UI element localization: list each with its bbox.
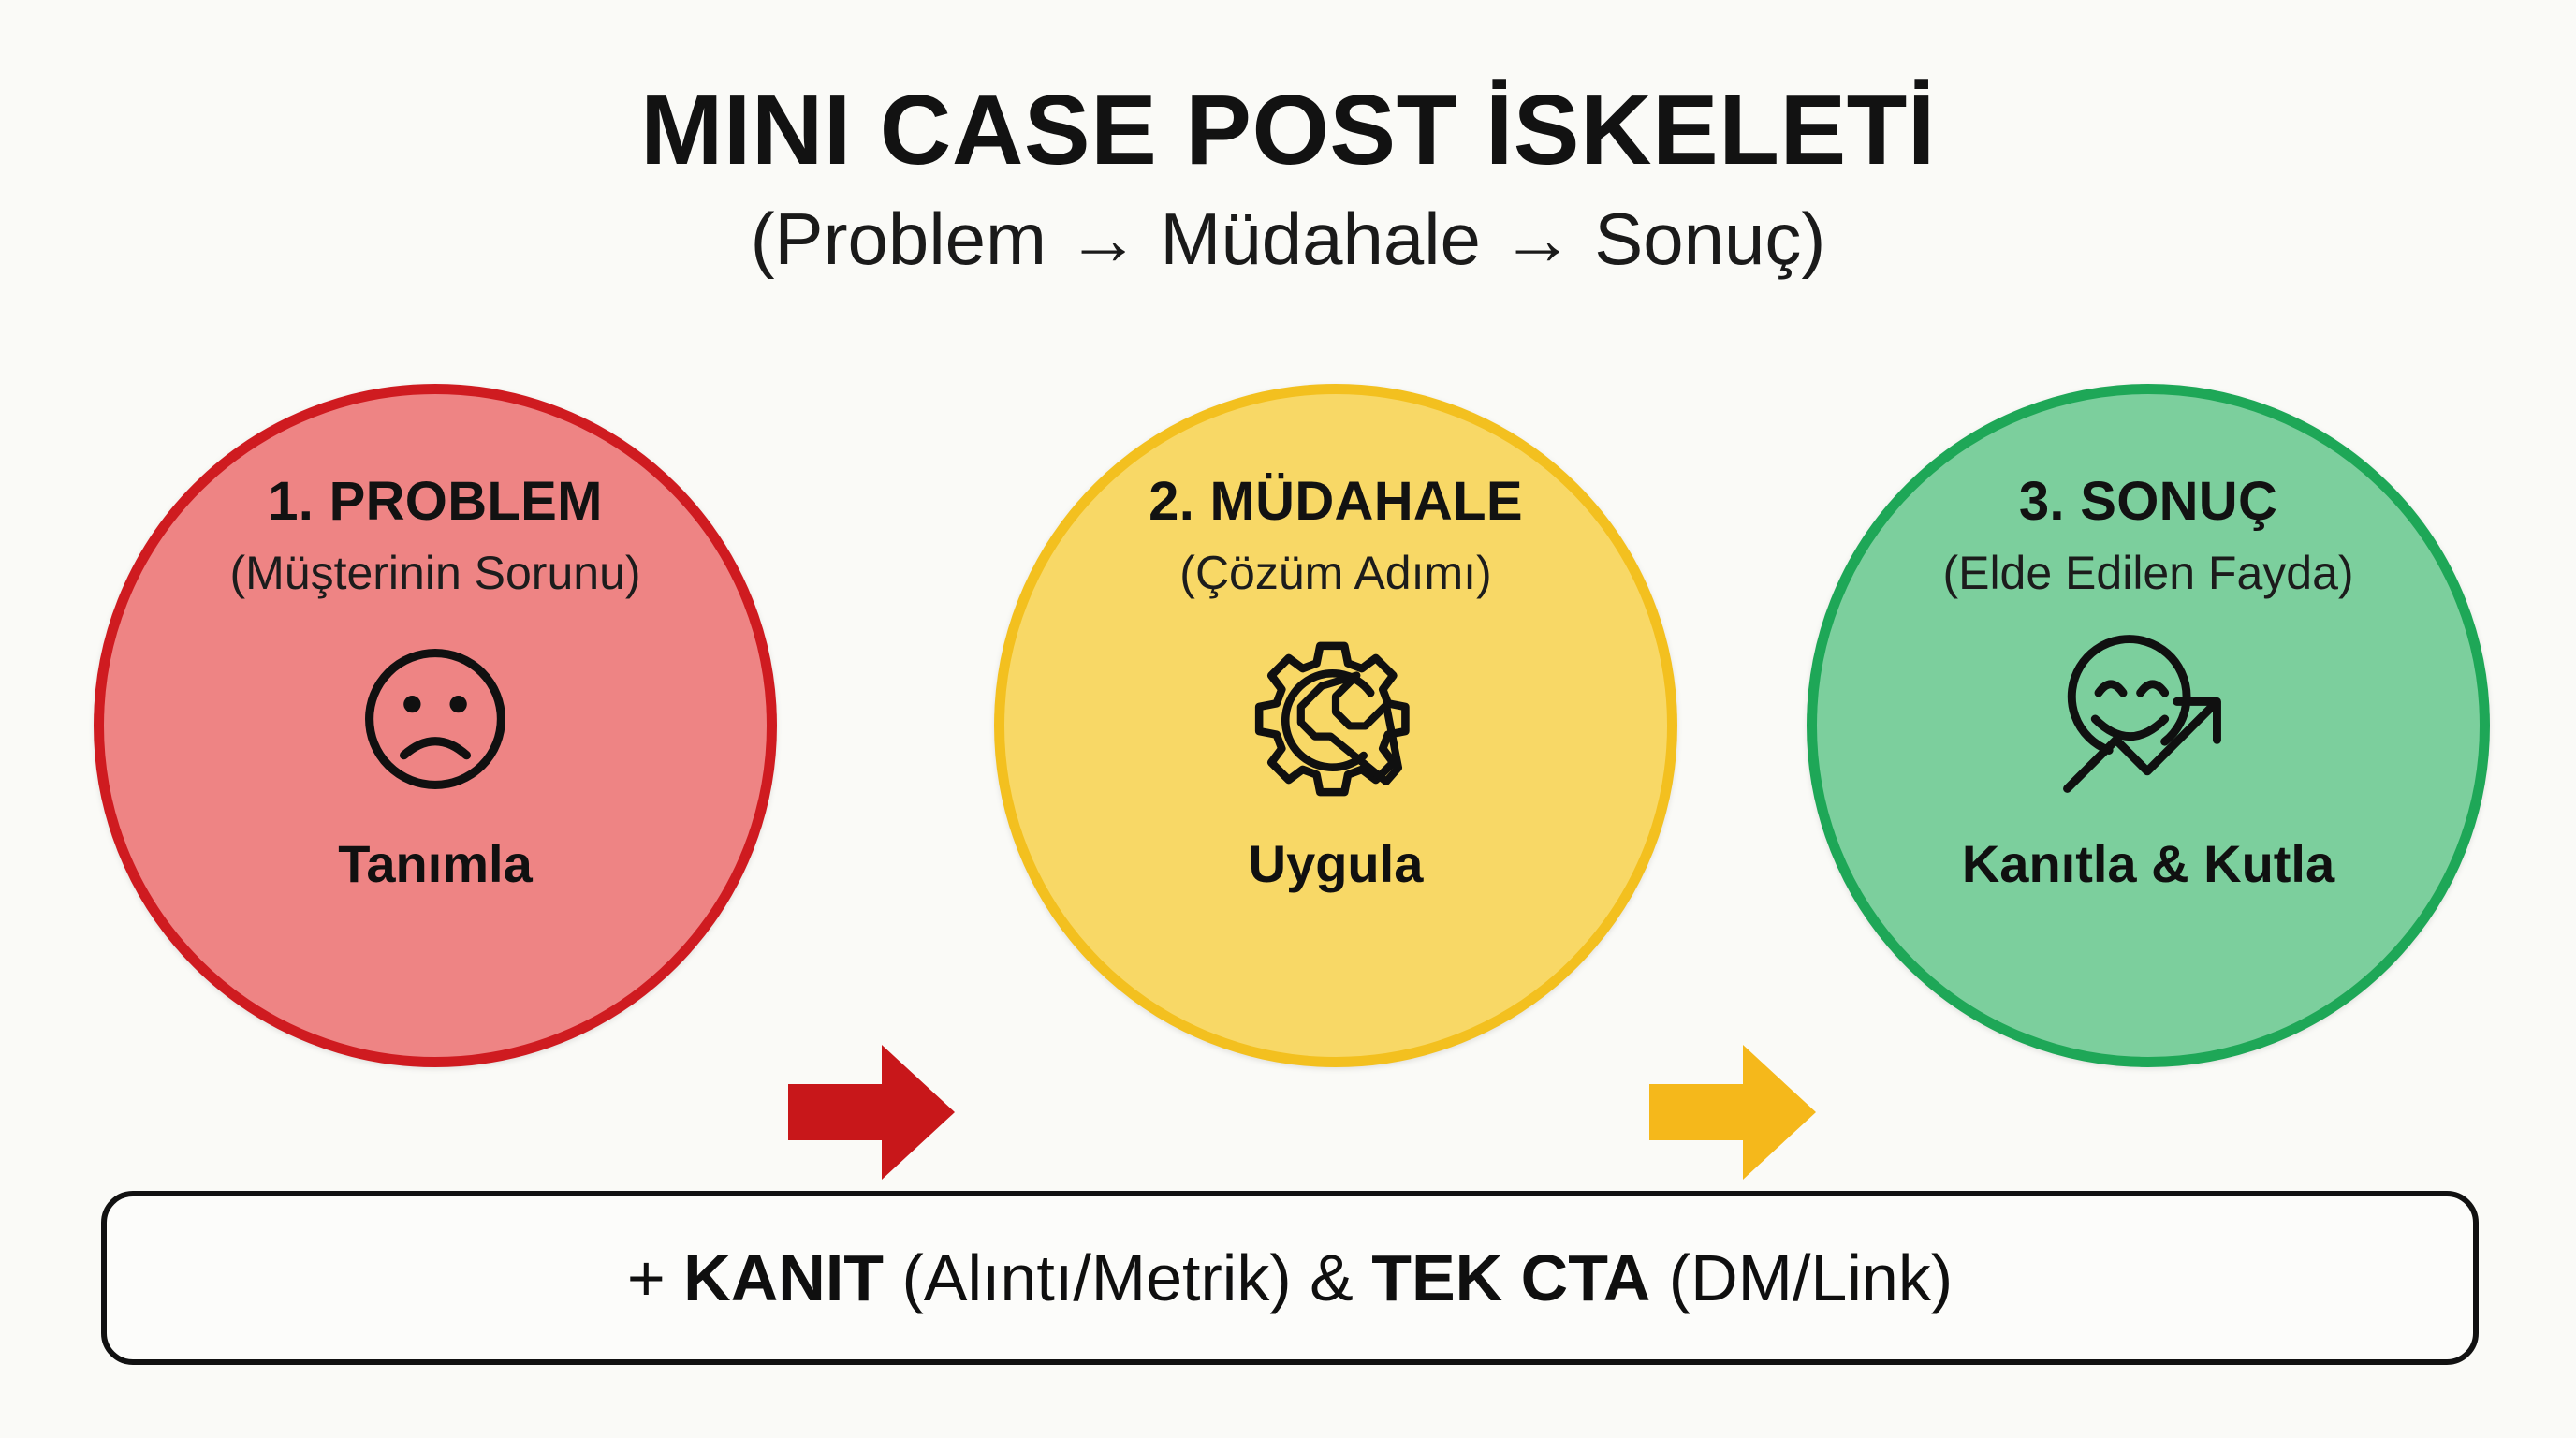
banner-bold-kanit: KANIT [683, 1241, 885, 1314]
steps-row: 1. PROBLEM (Müşterinin Sorunu) Tanımla 2… [0, 384, 2576, 1180]
banner-mid-2: (DM/Link) [1650, 1241, 1954, 1314]
gear-wrench-icon [1249, 630, 1423, 808]
banner-mid-1: (Alıntı/Metrik) & [884, 1241, 1372, 1314]
step-title: 3. SONUÇ [2018, 471, 2278, 532]
step-title: 2. MÜDAHALE [1149, 471, 1523, 532]
step-title: 1. PROBLEM [268, 471, 603, 532]
step-action-label: Kanıtla & Kutla [1961, 834, 2335, 893]
step-subtitle: (Elde Edilen Fayda) [1942, 547, 2354, 599]
header: MINI CASE POST İSKELETİ (Problem → Müdah… [0, 75, 2576, 284]
step-circle-intervention[interactable]: 2. MÜDAHALE (Çözüm Adımı) Uygula [994, 384, 1677, 1067]
banner-text: + KANIT (Alıntı/Metrik) & TEK CTA (DM/Li… [627, 1245, 1953, 1311]
step-action-label: Tanımla [338, 834, 533, 893]
step-circle-problem[interactable]: 1. PROBLEM (Müşterinin Sorunu) Tanımla [94, 384, 777, 1067]
step-subtitle: (Çözüm Adımı) [1179, 547, 1492, 599]
page-subtitle: (Problem → Müdahale → Sonuç) [750, 198, 1826, 281]
step-subtitle: (Müşterinin Sorunu) [229, 547, 641, 599]
step-circle-result[interactable]: 3. SONUÇ (Elde Edilen Fayda) Kanıtla & K… [1807, 384, 2490, 1067]
banner-bold-cta: TEK CTA [1371, 1241, 1651, 1314]
step-action-label: Uygula [1248, 834, 1424, 893]
smiley-growth-arrow-icon [2056, 630, 2240, 808]
sad-face-icon [353, 630, 518, 808]
banner-plus: + [626, 1241, 684, 1314]
page-title: MINI CASE POST İSKELETİ [640, 75, 1936, 185]
arrow-step2-to-step3 [1649, 1037, 1816, 1187]
footer-banner[interactable]: + KANIT (Alıntı/Metrik) & TEK CTA (DM/Li… [101, 1191, 2479, 1365]
arrow-step1-to-step2 [788, 1037, 955, 1187]
